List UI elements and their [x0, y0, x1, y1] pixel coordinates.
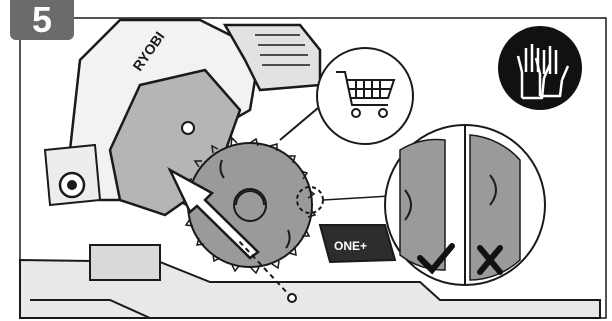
saw-brand-logo: RYOBI: [129, 29, 167, 74]
battery-brand-logo: ONE+: [334, 239, 367, 253]
